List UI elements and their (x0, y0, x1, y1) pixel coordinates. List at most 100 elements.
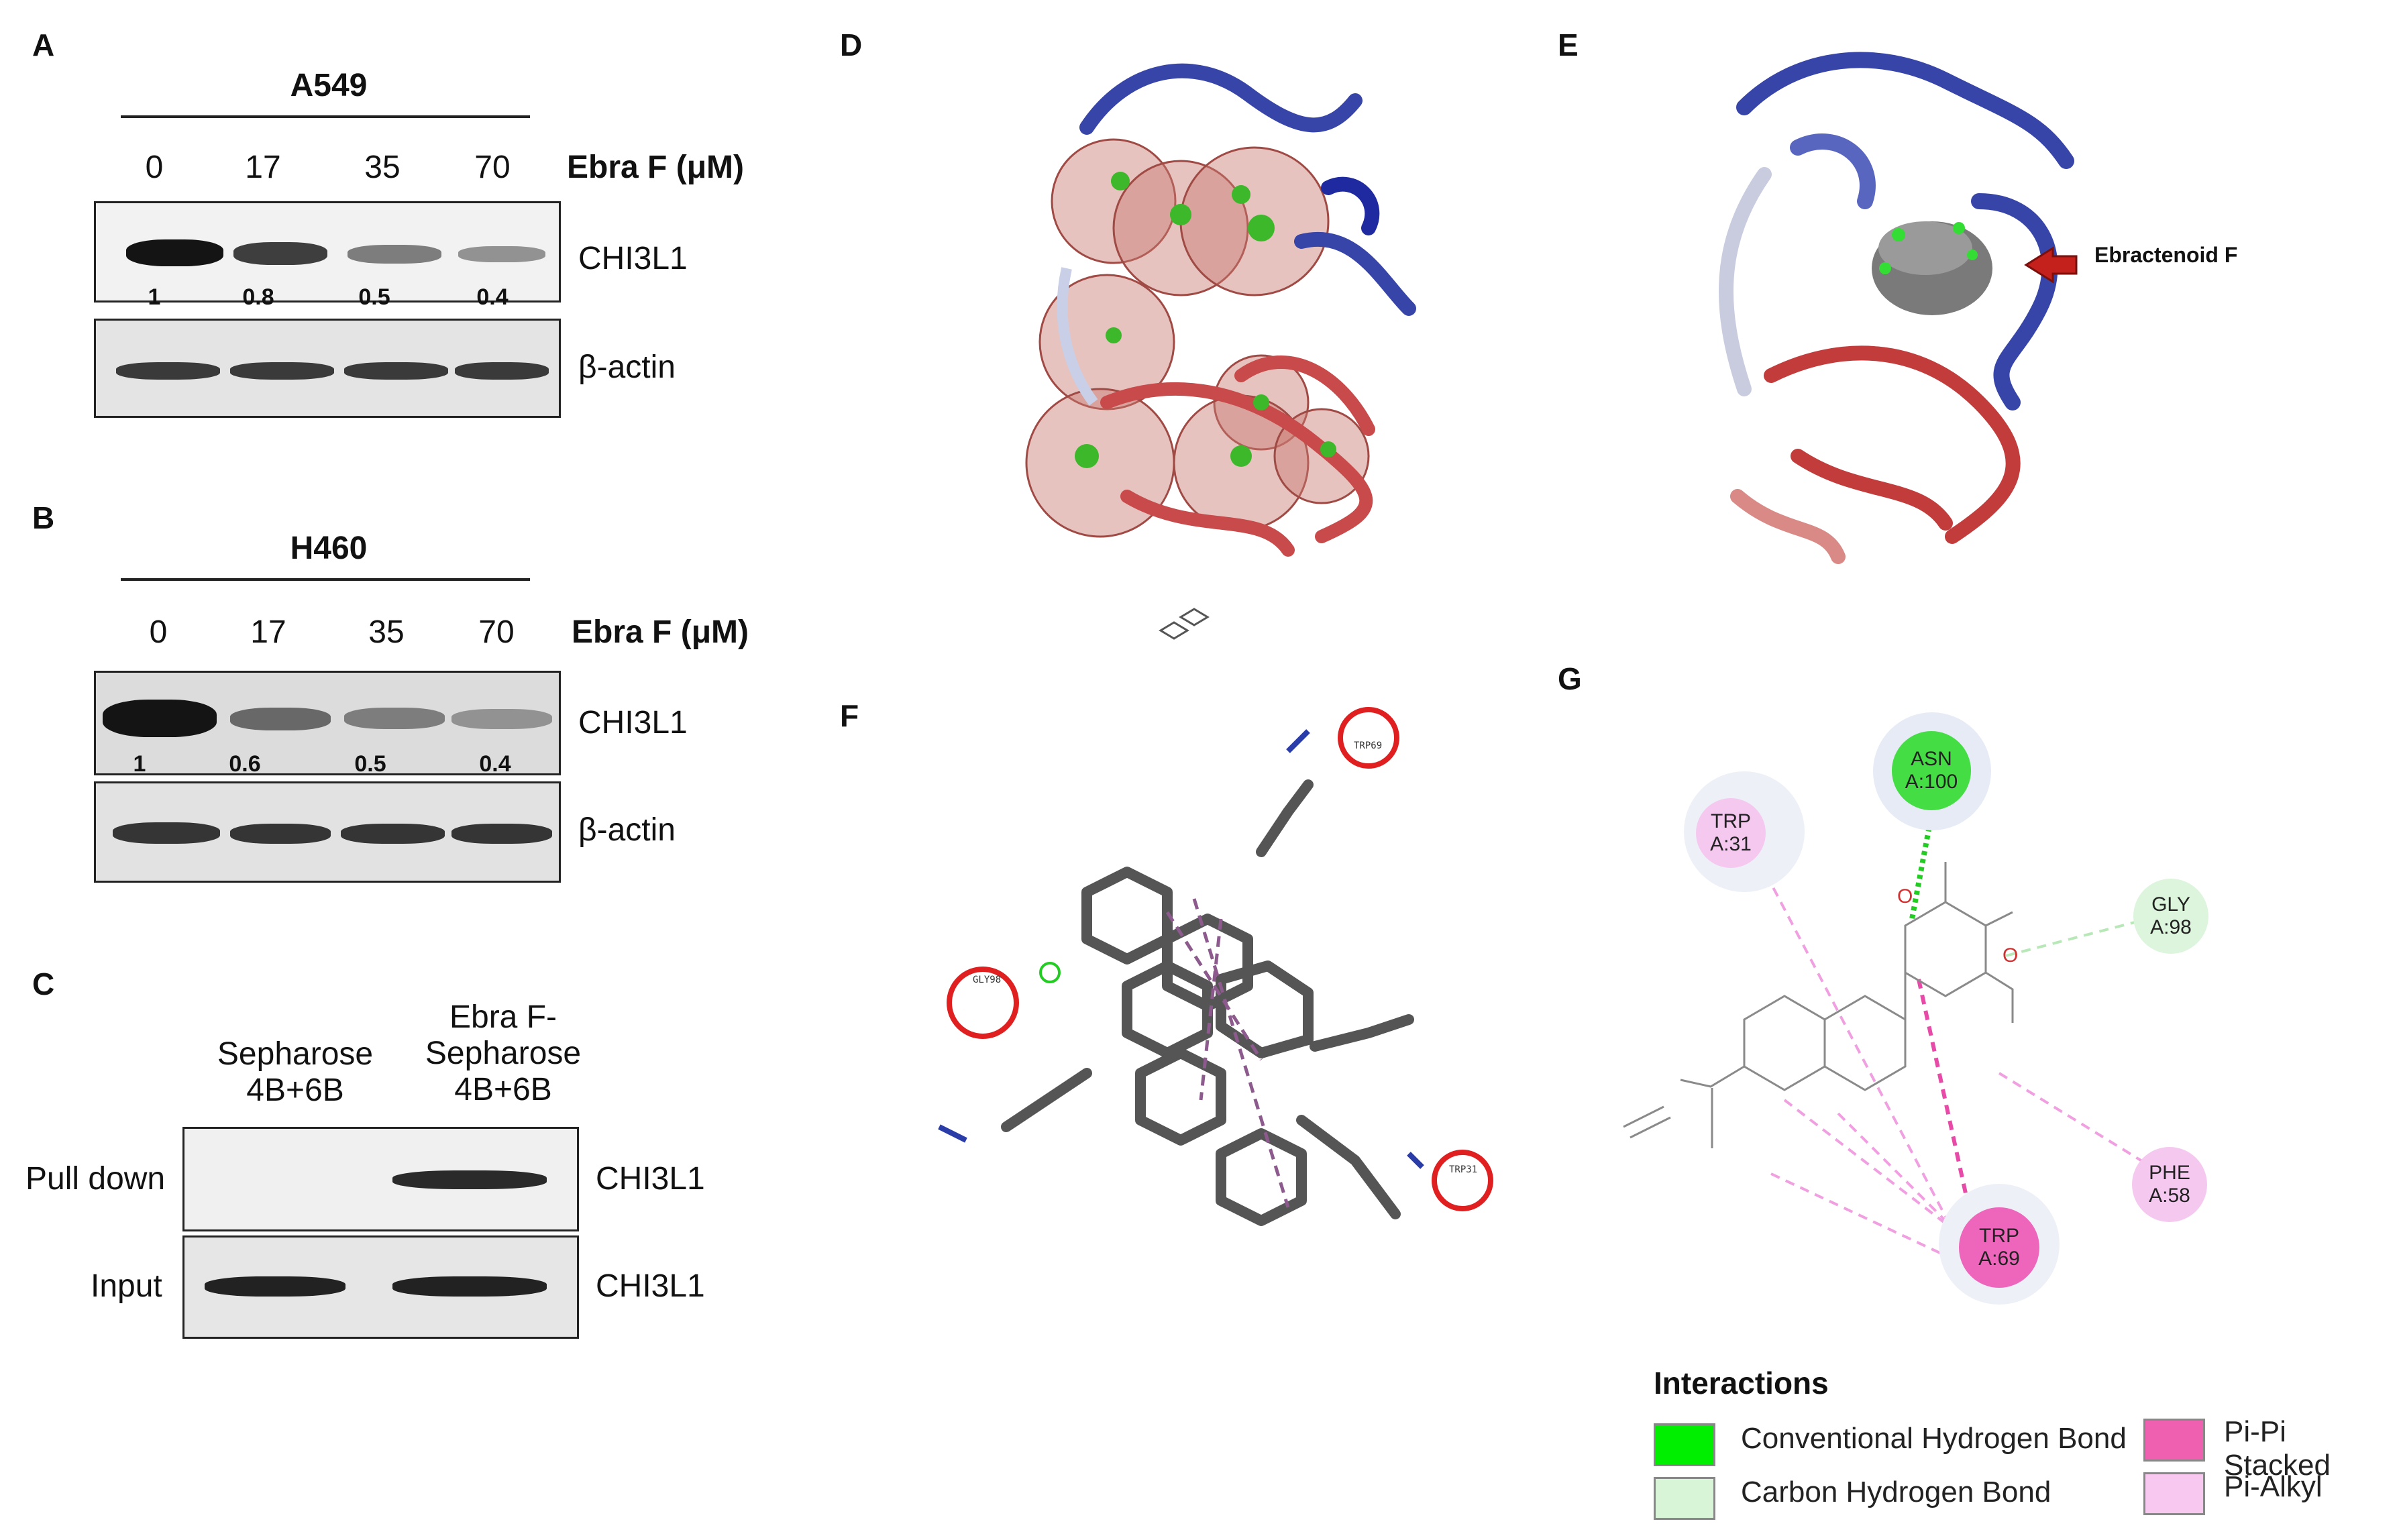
col1-line1: Sepharose (217, 1036, 374, 1072)
arrow-label-ebractenoid: Ebractenoid F (2094, 243, 2238, 267)
e-helix-mid (1790, 133, 1876, 209)
band-b-0 (103, 700, 217, 737)
row-label-input: Input (91, 1268, 162, 1304)
pocket-sphere-1 (1051, 138, 1177, 264)
legend-swatch-pialkyl (2143, 1472, 2205, 1515)
ring-2 (1162, 914, 1253, 1011)
panel-label-a: A (32, 28, 55, 62)
col1-line2: 4B+6B (246, 1072, 344, 1108)
dose-b-3: 70 (478, 614, 515, 650)
actin-band-a-0 (116, 362, 220, 380)
coil-left (1057, 267, 1098, 406)
panel-label-g: G (1558, 661, 1582, 696)
pi-contact-3 (1199, 918, 1223, 1101)
docking-pose-f (938, 707, 1493, 1226)
input-band-2 (392, 1276, 547, 1297)
legend-label-carbon: Carbon Hydrogen Bond (1741, 1476, 2051, 1508)
chain-right (1310, 1014, 1414, 1052)
cell-line-a549: A549 (290, 68, 368, 103)
residue-tag-trp31: TRP31 (1449, 1164, 1478, 1175)
row-target-pulldown: CHI3L1 (596, 1161, 705, 1197)
chbond-line-gly98 (2005, 911, 2174, 957)
band-a-2 (348, 245, 441, 264)
pialkyl-line-phe58 (1998, 1072, 2175, 1182)
blot-b-actin (94, 781, 561, 883)
quant-b-2: 0.5 (354, 751, 386, 777)
protein-structure-e (1718, 52, 2078, 564)
ligand-cluster-e (1872, 221, 1992, 315)
loading-label-a: β-actin (578, 349, 676, 385)
e-coil-left (1718, 167, 1772, 396)
dose-label-a: Ebra F (μM) (567, 150, 745, 185)
ring-4 (1216, 960, 1314, 1058)
legend-label-conventional: Conventional Hydrogen Bond (1741, 1422, 2127, 1455)
actin-band-b-1 (230, 824, 331, 844)
quant-a-3: 0.4 (476, 284, 509, 310)
dose-b-1: 17 (250, 614, 286, 650)
actin-band-b-2 (341, 824, 445, 844)
input-band-1 (205, 1276, 345, 1297)
helix-right-2 (1321, 176, 1380, 235)
header-line-a (121, 115, 530, 118)
quant-b-0: 1 (133, 751, 146, 777)
e-sheet-1 (1764, 345, 2021, 544)
legend-label-pialkyl: Pi-Alkyl (2224, 1470, 2323, 1503)
e-helix-right (1971, 193, 2058, 410)
atom-o-1: O (1897, 885, 1913, 908)
highlight-circle-trp69 (1338, 707, 1399, 769)
residue-gly98-id: A:98 (2150, 916, 2192, 938)
green-marker-f (1039, 962, 1061, 983)
header-line-b (121, 578, 530, 581)
highlight-circle-gly98 (947, 967, 1019, 1039)
actin-band-a-1 (230, 362, 334, 380)
band-a-1 (233, 242, 327, 265)
target-label-b: CHI3L1 (578, 705, 688, 740)
dose-a-1: 17 (245, 150, 281, 185)
residue-asn100-id: A:100 (1905, 771, 1958, 793)
helix-right (1294, 231, 1416, 316)
residue-phe58-name: PHE (2149, 1162, 2190, 1184)
blot-b-chi3l1 (94, 671, 561, 775)
actin-band-b-0 (113, 822, 220, 844)
residue-trp31-name: TRP (1711, 810, 1751, 832)
blot-a-chi3l1 (94, 201, 561, 302)
row-target-input: CHI3L1 (596, 1268, 705, 1304)
sheet-bottom-3 (1234, 355, 1375, 436)
quant-b-3: 0.4 (479, 751, 511, 777)
band-a-3 (458, 246, 545, 262)
dose-b-2: 35 (368, 614, 405, 650)
residue-trp69: TRP A:69 (1959, 1207, 2039, 1288)
pialkyl-line-2 (1837, 1112, 1987, 1262)
legend-title: Interactions (1654, 1366, 1829, 1400)
blue-n-top (1286, 729, 1310, 753)
actin-band-a-2 (344, 362, 448, 380)
highlight-circle-trp31 (1432, 1150, 1493, 1211)
ligand-small-d (1159, 608, 1210, 640)
chain-top (1256, 779, 1314, 857)
ring-1 (1081, 867, 1173, 965)
ring-5 (1135, 1048, 1226, 1146)
loading-label-b: β-actin (578, 812, 676, 848)
row-label-pulldown: Pull down (25, 1161, 166, 1197)
legend-swatch-conventional (1654, 1423, 1715, 1466)
residue-trp69-name: TRP (1979, 1225, 2019, 1247)
sheet-bottom-1 (1100, 382, 1373, 543)
actin-band-b-3 (451, 824, 552, 844)
blot-c-pulldown (182, 1127, 579, 1231)
e-sheet-3 (1730, 489, 1846, 564)
band-b-2 (344, 708, 445, 729)
target-label-a: CHI3L1 (578, 241, 688, 276)
protein-structure-d (1025, 63, 1416, 640)
col2-line2: Sepharose (425, 1036, 582, 1071)
blue-n-left (938, 1124, 967, 1143)
pulldown-band-2 (392, 1170, 547, 1189)
band-b-1 (230, 708, 331, 730)
band-b-3 (451, 709, 552, 729)
blue-n-right (1407, 1152, 1424, 1169)
e-sheet-2 (1791, 449, 1953, 531)
panel-label-b: B (32, 500, 55, 535)
residue-trp31-id: A:31 (1710, 833, 1752, 855)
red-arrow-e (2024, 246, 2078, 284)
ring-6 (1216, 1128, 1307, 1226)
quant-a-1: 0.8 (242, 284, 274, 310)
